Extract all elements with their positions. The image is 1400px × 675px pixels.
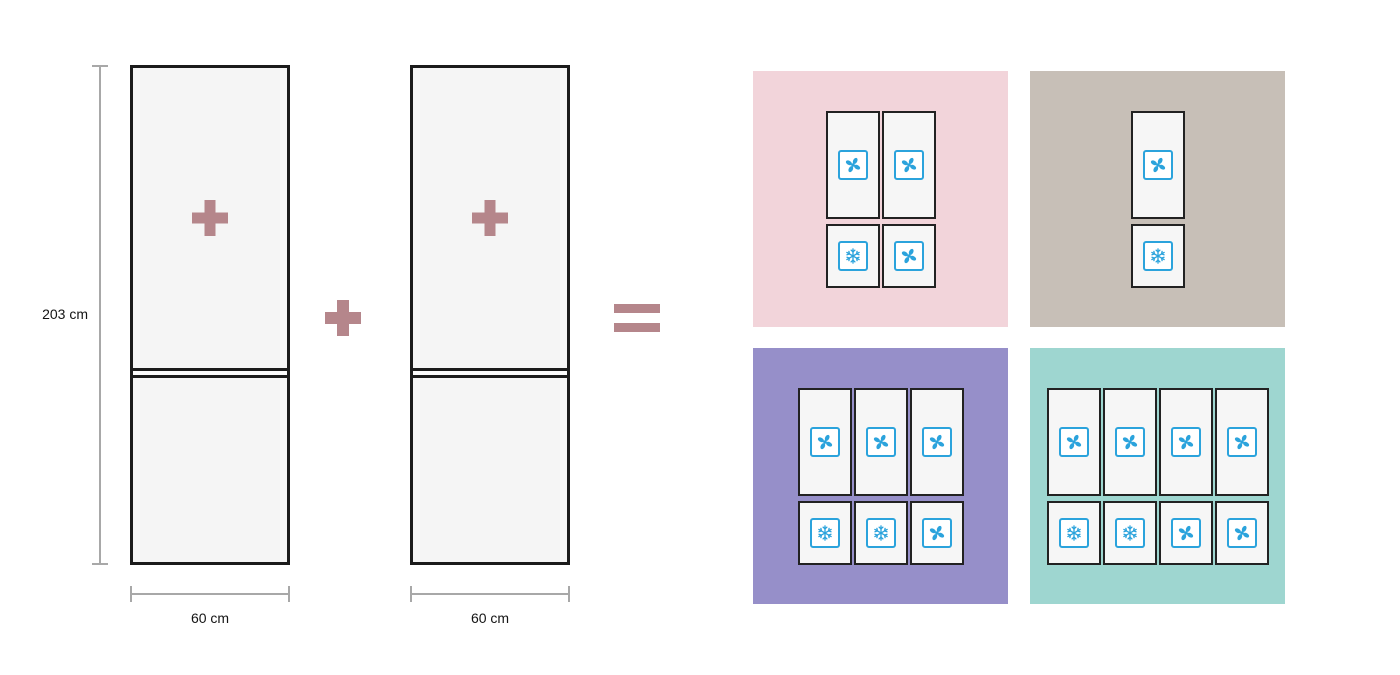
width-dimension-line-1 [130, 586, 290, 602]
fan-icon [1058, 426, 1089, 457]
snowflake-icon [1142, 240, 1173, 271]
dimension-cap [568, 586, 570, 602]
plus-badge-icon [472, 200, 508, 236]
configuration-card-1 [753, 71, 1008, 327]
height-dimension-label: 203 cm [42, 306, 88, 322]
door-grid [1046, 387, 1269, 565]
freezer-door [413, 378, 567, 562]
fan-icon [1226, 426, 1257, 457]
fan-icon [893, 240, 924, 271]
bottom-compartment-door [909, 500, 964, 565]
fridge-freezer-divider [133, 368, 287, 378]
fan-icon [809, 426, 840, 457]
fridge-freezer-unit-1 [130, 65, 290, 565]
door-column [1130, 110, 1185, 288]
snowflake-icon [865, 517, 896, 548]
door-column [1214, 387, 1269, 565]
bottom-compartment-door [1046, 500, 1101, 565]
snowflake-icon [837, 240, 868, 271]
top-compartment-door [881, 110, 936, 219]
dimension-line [410, 593, 570, 595]
door-column [797, 387, 852, 565]
door-column [881, 110, 936, 288]
dimension-line [130, 593, 290, 595]
fan-icon [921, 517, 952, 548]
door-grid [1130, 110, 1185, 288]
snowflake-icon [809, 517, 840, 548]
plus-badge-icon [192, 200, 228, 236]
door-column [1046, 387, 1101, 565]
dimension-cap [92, 563, 108, 565]
bottom-compartment-door [881, 223, 936, 288]
configuration-card-3 [753, 348, 1008, 604]
fan-icon [1142, 149, 1173, 180]
height-dimension-line [92, 65, 108, 565]
bottom-compartment-door [1102, 500, 1157, 565]
top-compartment-door [1102, 387, 1157, 496]
fridge-door [413, 68, 567, 368]
fan-icon [865, 426, 896, 457]
snowflake-icon [1114, 517, 1145, 548]
bottom-compartment-door [1214, 500, 1269, 565]
bottom-compartment-door [1130, 223, 1185, 288]
top-compartment-door [1046, 387, 1101, 496]
top-compartment-door [1158, 387, 1213, 496]
freezer-door [133, 378, 287, 562]
door-grid [825, 110, 936, 288]
plus-operator-icon [325, 300, 361, 336]
top-compartment-door [825, 110, 880, 219]
snowflake-icon [1058, 517, 1089, 548]
fan-icon [1170, 426, 1201, 457]
bottom-compartment-door [825, 223, 880, 288]
top-compartment-door [797, 387, 852, 496]
door-grid [797, 387, 964, 565]
fan-icon [1114, 426, 1145, 457]
door-column [825, 110, 880, 288]
fridge-freezer-unit-2 [410, 65, 570, 565]
fridge-door [133, 68, 287, 368]
door-column [1158, 387, 1213, 565]
door-column [853, 387, 908, 565]
top-compartment-door [1214, 387, 1269, 496]
dimension-cap [288, 586, 290, 602]
fan-icon [1226, 517, 1257, 548]
equals-operator-icon [614, 304, 660, 332]
width-dimension-label-1: 60 cm [190, 610, 230, 626]
top-compartment-door [1130, 110, 1185, 219]
door-column [909, 387, 964, 565]
width-dimension-label-2: 60 cm [470, 610, 510, 626]
top-compartment-door [853, 387, 908, 496]
bottom-compartment-door [797, 500, 852, 565]
fridge-freezer-divider [413, 368, 567, 378]
fan-icon [893, 149, 924, 180]
fan-icon [1170, 517, 1201, 548]
width-dimension-line-2 [410, 586, 570, 602]
bottom-compartment-door [853, 500, 908, 565]
door-column [1102, 387, 1157, 565]
bottom-compartment-door [1158, 500, 1213, 565]
configuration-card-2 [1030, 71, 1285, 327]
fan-icon [837, 149, 868, 180]
dimension-line [99, 65, 101, 565]
top-compartment-door [909, 387, 964, 496]
fan-icon [921, 426, 952, 457]
configuration-card-4 [1030, 348, 1285, 604]
